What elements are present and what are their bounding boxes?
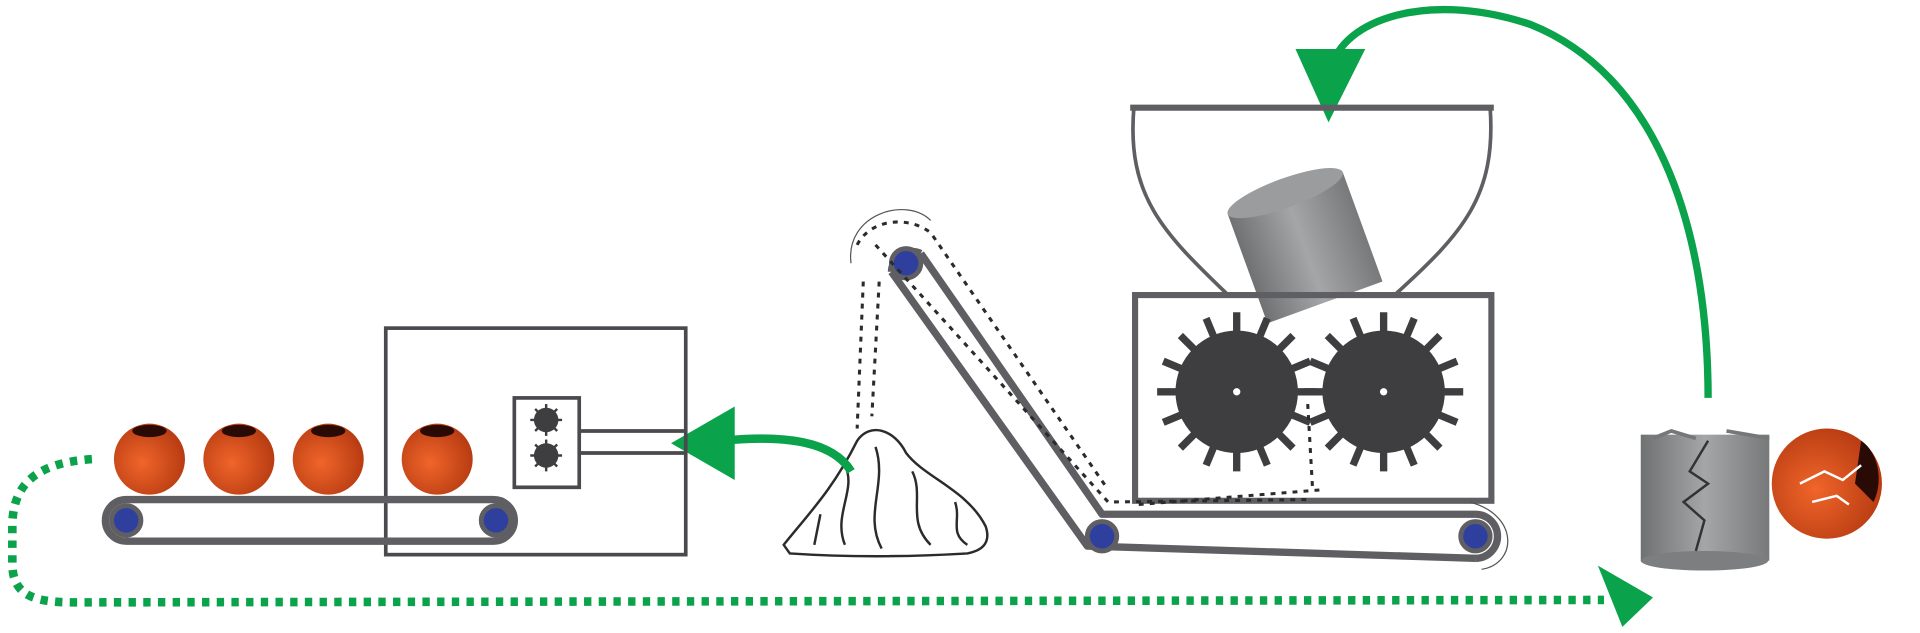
press-feed-arrow	[722, 434, 855, 474]
output-roller-left	[109, 503, 144, 538]
cracked-can	[1640, 429, 1770, 571]
output-conveyor-belt	[101, 495, 519, 545]
press-machine-box	[383, 326, 688, 557]
press-gears	[530, 404, 563, 472]
crusher-gear-right	[1304, 312, 1464, 472]
dashed-arrowhead	[1597, 565, 1653, 627]
crusher-gear-left	[1157, 312, 1317, 472]
ball	[203, 423, 275, 495]
ball	[292, 423, 364, 495]
dashed-return-arrow	[8, 454, 1605, 607]
press-gear-box	[512, 396, 582, 490]
feed-arc-arrow	[1327, 5, 1712, 398]
finished-balls	[113, 423, 473, 495]
hopper	[1130, 104, 1494, 296]
output-roller-right	[478, 503, 514, 538]
can-in-hopper	[1227, 168, 1383, 324]
rotation-arrow-right	[1469, 501, 1509, 570]
ball	[113, 423, 185, 495]
incline-conveyor	[887, 247, 1502, 562]
roller-top	[888, 246, 924, 281]
roller-bottom-right	[1458, 519, 1493, 554]
press-feed-arrowhead	[671, 406, 735, 480]
cracked-ball	[1771, 428, 1882, 539]
feed-arrowhead	[1295, 48, 1366, 123]
ball	[401, 423, 473, 495]
rotation-arrow-top	[850, 208, 932, 264]
crusher-box	[1132, 292, 1495, 504]
roller-bottom-left	[1084, 519, 1120, 554]
debris-particles	[855, 220, 1323, 506]
